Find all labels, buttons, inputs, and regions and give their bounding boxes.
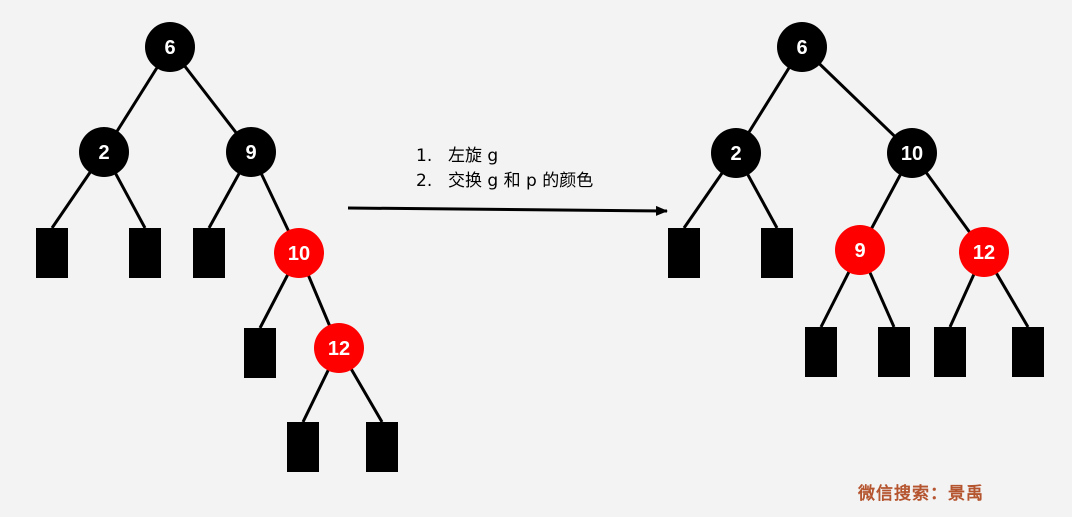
node-label: 6 [796, 37, 807, 59]
black-node-circle [226, 127, 276, 177]
nil-leaf [129, 228, 161, 278]
after-node-2: 2 [711, 128, 761, 178]
black-node-circle [887, 128, 937, 178]
before-node-9: 9 [226, 127, 276, 177]
red-node-circle [835, 225, 885, 275]
node-label: 10 [288, 243, 310, 265]
node-label: 2 [730, 143, 741, 165]
nil-leaf [1012, 327, 1044, 377]
red-node-circle [314, 323, 364, 373]
nil-leaf [668, 228, 700, 278]
before-node-2: 2 [79, 127, 129, 177]
nil-leaf [761, 228, 793, 278]
after-node-10: 10 [887, 128, 937, 178]
black-node-circle [777, 22, 827, 72]
nil-leaf [193, 228, 225, 278]
watermark: 微信搜索：景禹 [857, 483, 984, 504]
nil-leaf [36, 228, 68, 278]
node-label: 12 [328, 338, 350, 360]
tree-edge [800, 45, 914, 155]
node-label: 10 [901, 143, 923, 165]
tree-nodes: 6 2 9 10 12 6 2 10 9 12 [79, 22, 1009, 373]
before-node-10: 10 [274, 228, 324, 278]
black-node-circle [145, 22, 195, 72]
nil-leaf [366, 422, 398, 472]
before-node-12: 12 [314, 323, 364, 373]
steps-list: 1. 左旋 g 2. 交换 g 和 p 的颜色 [416, 146, 593, 191]
nil-leaf [805, 327, 837, 377]
after-node-6: 6 [777, 22, 827, 72]
nil-leaf [287, 422, 319, 472]
step-2-text: 交换 g 和 p 的颜色 [448, 171, 593, 191]
node-label: 9 [245, 142, 256, 164]
node-label: 9 [854, 240, 865, 262]
after-node-9: 9 [835, 225, 885, 275]
step-2-number: 2. [416, 171, 432, 191]
black-node-circle [79, 127, 129, 177]
nil-leaves [36, 228, 1044, 472]
red-node-circle [274, 228, 324, 278]
nil-leaf [244, 328, 276, 378]
node-label: 12 [973, 242, 995, 264]
black-node-circle [711, 128, 761, 178]
before-node-6: 6 [145, 22, 195, 72]
node-label: 2 [98, 142, 109, 164]
red-node-circle [959, 227, 1009, 277]
nil-leaf [878, 327, 910, 377]
step-1-text: 左旋 g [448, 146, 498, 166]
nil-leaf [934, 327, 966, 377]
transform-arrow [347, 205, 668, 216]
step-1-number: 1. [416, 146, 432, 166]
after-node-12: 12 [959, 227, 1009, 277]
node-label: 6 [164, 37, 175, 59]
